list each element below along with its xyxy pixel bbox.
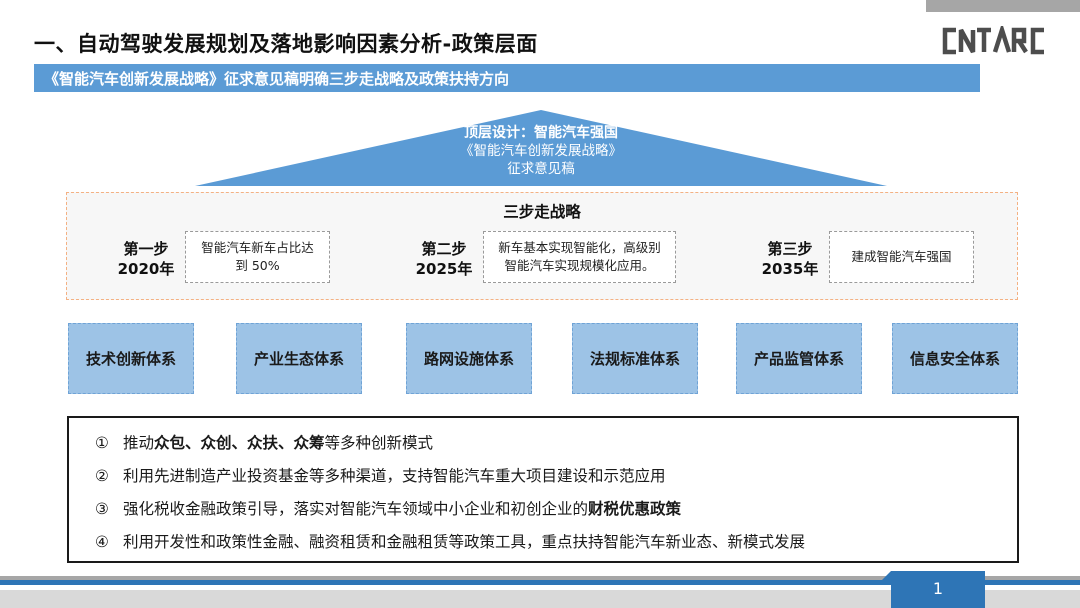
page-title: 一、自动驾驶发展规划及落地影响因素分析-政策层面 — [34, 32, 538, 56]
roof-text: 顶层设计：智能汽车强国 《智能汽车创新发展战略》 征求意见稿 — [195, 124, 887, 178]
measure-1-suffix: 等多种创新模式 — [324, 434, 434, 452]
pillar-road-infrastructure: 路网设施体系 — [406, 323, 532, 394]
step-1-desc: 智能汽车新车占比达 到 50% — [185, 231, 330, 283]
step-1-desc-line2: 到 50% — [235, 258, 280, 273]
strategy-title: 三步走战略 — [503, 203, 581, 221]
step-2-year: 2025年 — [415, 260, 473, 278]
step-1-label: 第一步 2020年 — [111, 239, 181, 279]
measure-3-number: ③ — [95, 500, 109, 518]
pillar-product-supervision: 产品监管体系 — [736, 323, 862, 394]
step-3-name: 第三步 — [767, 240, 813, 258]
step-3-desc-line1: 建成智能汽车强国 — [851, 249, 952, 264]
page-number-badge: 1 — [882, 571, 985, 608]
subtitle-banner: 《智能汽车创新发展战略》征求意见稿明确三步走战略及政策扶持方向 — [34, 64, 980, 92]
roof-triangle — [195, 110, 887, 186]
subtitle-text: 《智能汽车创新发展战略》征求意见稿明确三步走战略及政策扶持方向 — [44, 70, 510, 88]
measure-item: ③ 强化税收金融政策引导，落实对智能汽车领域中小企业和初创企业的财税优惠政策 — [95, 497, 681, 519]
measure-3-bold: 财税优惠政策 — [588, 500, 682, 518]
step-3-year: 2035年 — [761, 260, 819, 278]
measure-1-number: ① — [95, 434, 109, 452]
cntarc-logo — [940, 22, 1060, 56]
roof-strategy-name: 《智能汽车创新发展战略》 — [460, 143, 622, 159]
step-2-desc-line2: 智能汽车实现规模化应用。 — [504, 258, 655, 273]
footer-gray-band — [0, 590, 1080, 608]
cntarc-logo-graphic — [942, 22, 1044, 55]
top-decor-bar — [926, 0, 1080, 12]
policy-measures-box: ① 推动众包、众创、众扶、众筹等多种创新模式 ② 利用先进制造产业投资基金等多种渠道… — [67, 416, 1019, 563]
footer-gray-line — [0, 576, 1080, 580]
measure-item: ① 推动众包、众创、众扶、众筹等多种创新模式 — [95, 431, 433, 453]
pillar-industry-ecosystem: 产业生态体系 — [236, 323, 362, 394]
measure-item: ④ 利用开发性和政策性金融、融资租赁和金融租赁等政策工具，重点扶持智能汽车新业态、… — [95, 530, 805, 552]
step-1-name: 第一步 — [123, 240, 169, 258]
pillar-information-security: 信息安全体系 — [892, 323, 1018, 394]
step-3-desc: 建成智能汽车强国 — [829, 231, 974, 283]
top-design-roof: 顶层设计：智能汽车强国 《智能汽车创新发展战略》 征求意见稿 — [195, 110, 887, 186]
pillar-tech-innovation: 技术创新体系 — [68, 323, 194, 394]
step-2-label: 第二步 2025年 — [409, 239, 479, 279]
step-2-name: 第二步 — [421, 240, 467, 258]
step-1-year: 2020年 — [117, 260, 175, 278]
page-number: 1 — [932, 579, 944, 598]
footer-blue-line — [0, 580, 1080, 585]
three-step-strategy-box: 三步走战略 第一步 2020年 智能汽车新车占比达 到 50% 第二步 2025… — [66, 192, 1018, 300]
step-2-desc-line1: 新车基本实现智能化，高级别 — [498, 240, 661, 255]
step-1-desc-line1: 智能汽车新车占比达 — [201, 240, 314, 255]
pillar-regulation-standards: 法规标准体系 — [572, 323, 698, 394]
measure-4-text: 利用开发性和政策性金融、融资租赁和金融租赁等政策工具，重点扶持智能汽车新业态、新… — [123, 533, 806, 551]
measure-2-text: 利用先进制造产业投资基金等多种渠道，支持智能汽车重大项目建设和示范应用 — [123, 467, 666, 485]
measure-2-number: ② — [95, 467, 109, 485]
measure-3-text: 强化税收金融政策引导，落实对智能汽车领域中小企业和初创企业的 — [123, 500, 589, 518]
measure-1-text: 推动 — [123, 434, 155, 452]
roof-title: 顶层设计：智能汽车强国 — [464, 125, 618, 141]
step-3-label: 第三步 2035年 — [755, 239, 825, 279]
step-2-desc: 新车基本实现智能化，高级别 智能汽车实现规模化应用。 — [483, 231, 676, 283]
measure-1-bold: 众包、众创、众扶、众筹 — [154, 434, 325, 452]
measure-item: ② 利用先进制造产业投资基金等多种渠道，支持智能汽车重大项目建设和示范应用 — [95, 464, 666, 486]
measure-4-number: ④ — [95, 533, 109, 551]
roof-draft-label: 征求意见稿 — [507, 161, 575, 177]
